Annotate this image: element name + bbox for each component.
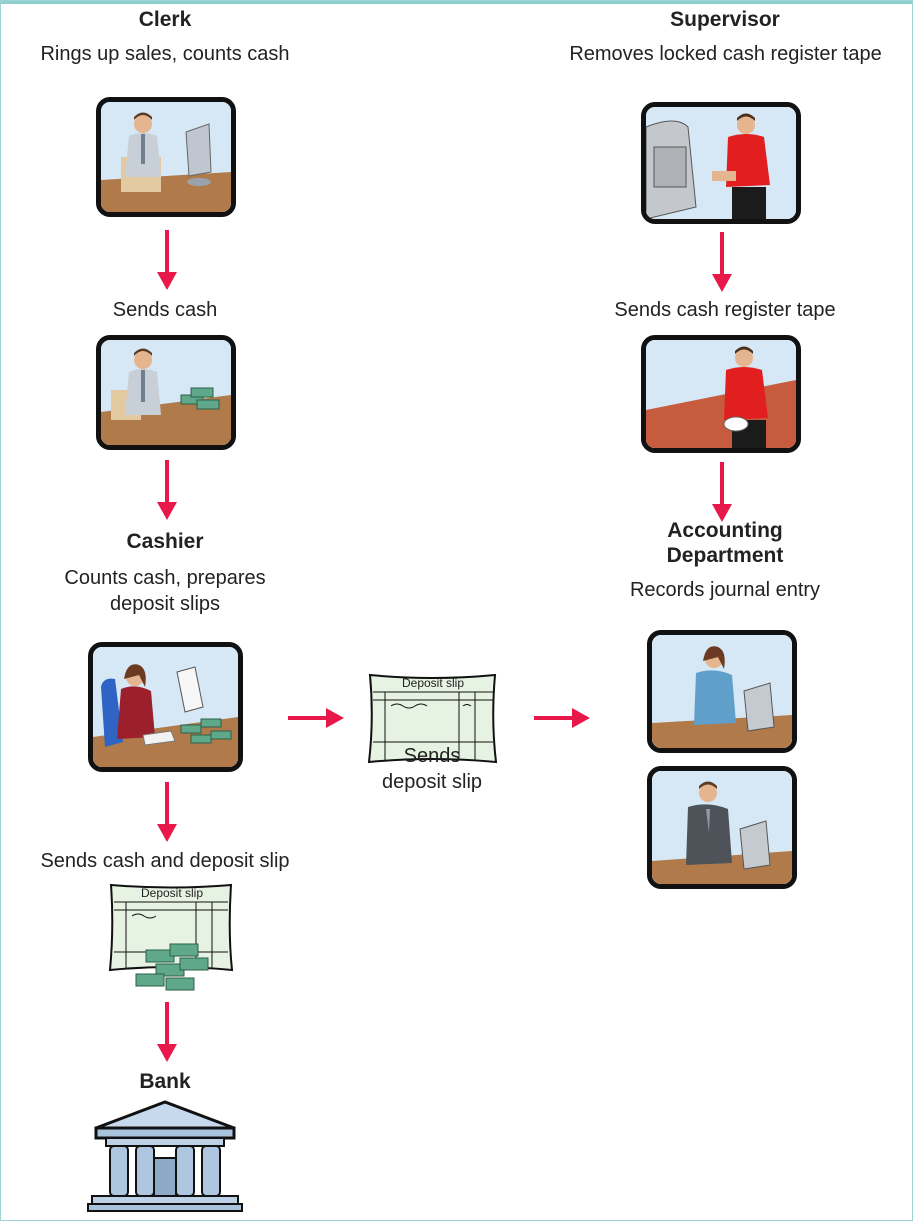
cashier-description-line1: Counts cash, prepares xyxy=(64,567,266,589)
arrow-supervisor-to-accounting-1 xyxy=(712,232,732,292)
arrow-slip-to-accounting xyxy=(534,708,590,728)
supervisor-title: Supervisor xyxy=(670,8,780,31)
accounting-title-line1: Accounting xyxy=(667,519,783,542)
deposit-slip-title: Deposit slip xyxy=(140,886,204,900)
deposit-slip-with-cash: Deposit slip xyxy=(106,882,236,997)
sends-register-tape-label: Sends cash register tape xyxy=(614,299,836,321)
sends-deposit-slip-line1: Sends xyxy=(403,745,461,767)
deposit-slip-document: Deposit slip xyxy=(365,672,500,767)
clerk-illustration xyxy=(96,97,236,217)
cashier-title: Cashier xyxy=(126,530,204,553)
arrow-cashier-to-slip xyxy=(288,708,344,728)
accounting-title-line2: Department xyxy=(666,544,784,567)
supervisor-description: Removes locked cash register tape xyxy=(569,43,882,65)
supervisor-illustration xyxy=(641,102,801,224)
deposit-slip-document-title: Deposit slip xyxy=(401,676,465,690)
sends-deposit-slip-line2: deposit slip xyxy=(381,771,483,793)
sends-cash-label: Sends cash xyxy=(112,299,218,321)
cashier-description-line2: deposit slips xyxy=(109,593,221,615)
bank-building-icon xyxy=(86,1098,244,1213)
accounting-description: Records journal entry xyxy=(629,579,821,601)
accounting-clerk-male-illustration xyxy=(647,766,797,889)
arrow-cashier-to-bank-2 xyxy=(157,1002,177,1062)
clerk-counting-cash-illustration xyxy=(96,335,236,450)
arrow-clerk-to-cashier-2 xyxy=(157,460,177,520)
arrow-supervisor-to-accounting-2 xyxy=(712,462,732,522)
bank-title: Bank xyxy=(139,1070,191,1093)
arrow-clerk-to-cashier-1 xyxy=(157,230,177,290)
clerk-description: Rings up sales, counts cash xyxy=(40,43,290,65)
supervisor-tape-illustration xyxy=(641,335,801,453)
clerk-title: Clerk xyxy=(138,8,192,31)
arrow-cashier-to-bank-1 xyxy=(157,782,177,842)
accounting-clerk-female-illustration xyxy=(647,630,797,753)
sends-cash-and-slip-label: Sends cash and deposit slip xyxy=(40,850,290,872)
top-rule xyxy=(0,0,913,4)
cashier-illustration xyxy=(88,642,243,772)
